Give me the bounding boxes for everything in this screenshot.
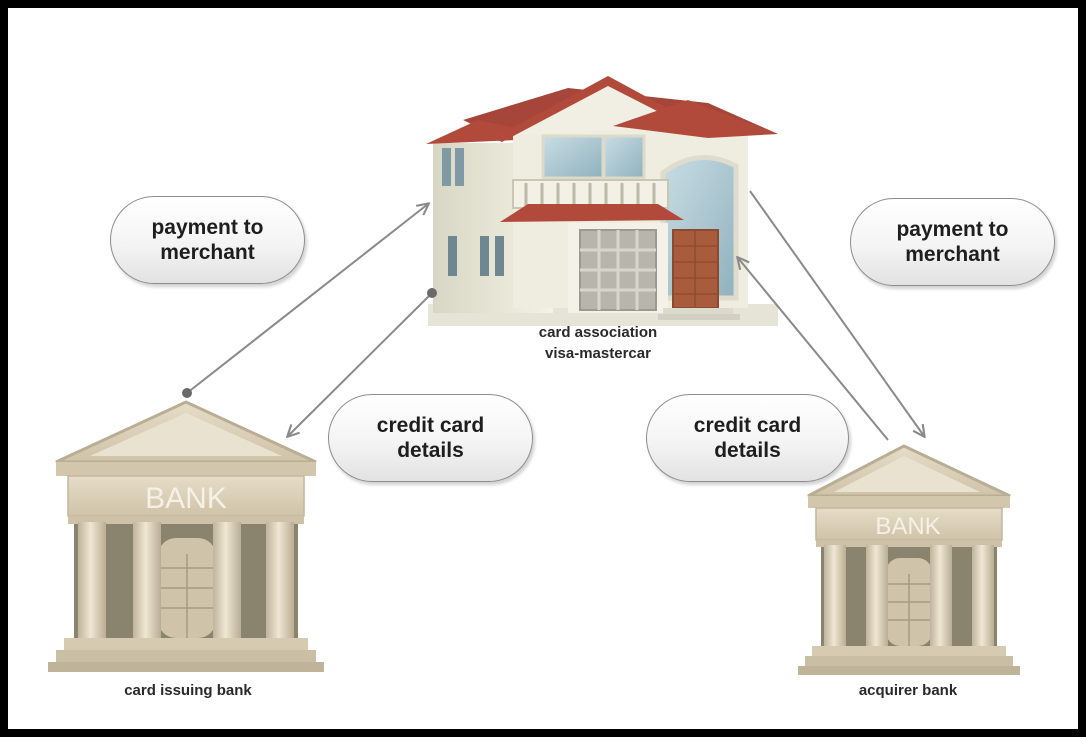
flow-label-payment-to-merchant-right: payment to merchant bbox=[850, 198, 1055, 286]
flow-arrow-issuer-to-association bbox=[182, 204, 428, 398]
diagram-canvas: BANK BANK bbox=[48, 76, 1020, 675]
flow-arrow-association-to-issuer bbox=[288, 288, 437, 436]
card-association-label: card association visa-mastercar bbox=[538, 324, 658, 362]
card-association-house-icon bbox=[426, 76, 778, 326]
flow-arrow-association-to-acquirer bbox=[749, 190, 924, 436]
acquirer-bank-sign: BANK bbox=[875, 513, 940, 540]
card-issuing-bank-label: card issuing bank bbox=[124, 682, 252, 699]
acquirer-bank-icon: BANK bbox=[798, 444, 1020, 675]
flow-label-credit-card-details-left: credit card details bbox=[328, 394, 533, 482]
flow-label-payment-to-merchant-left: payment to merchant bbox=[110, 196, 305, 284]
card-issuing-bank-icon: BANK bbox=[48, 400, 324, 672]
issuing-bank-sign: BANK bbox=[145, 482, 227, 515]
flow-arrow-acquirer-to-association bbox=[738, 258, 889, 441]
acquirer-bank-label: acquirer bank bbox=[858, 682, 958, 699]
flow-label-credit-card-details-right: credit card details bbox=[646, 394, 849, 482]
